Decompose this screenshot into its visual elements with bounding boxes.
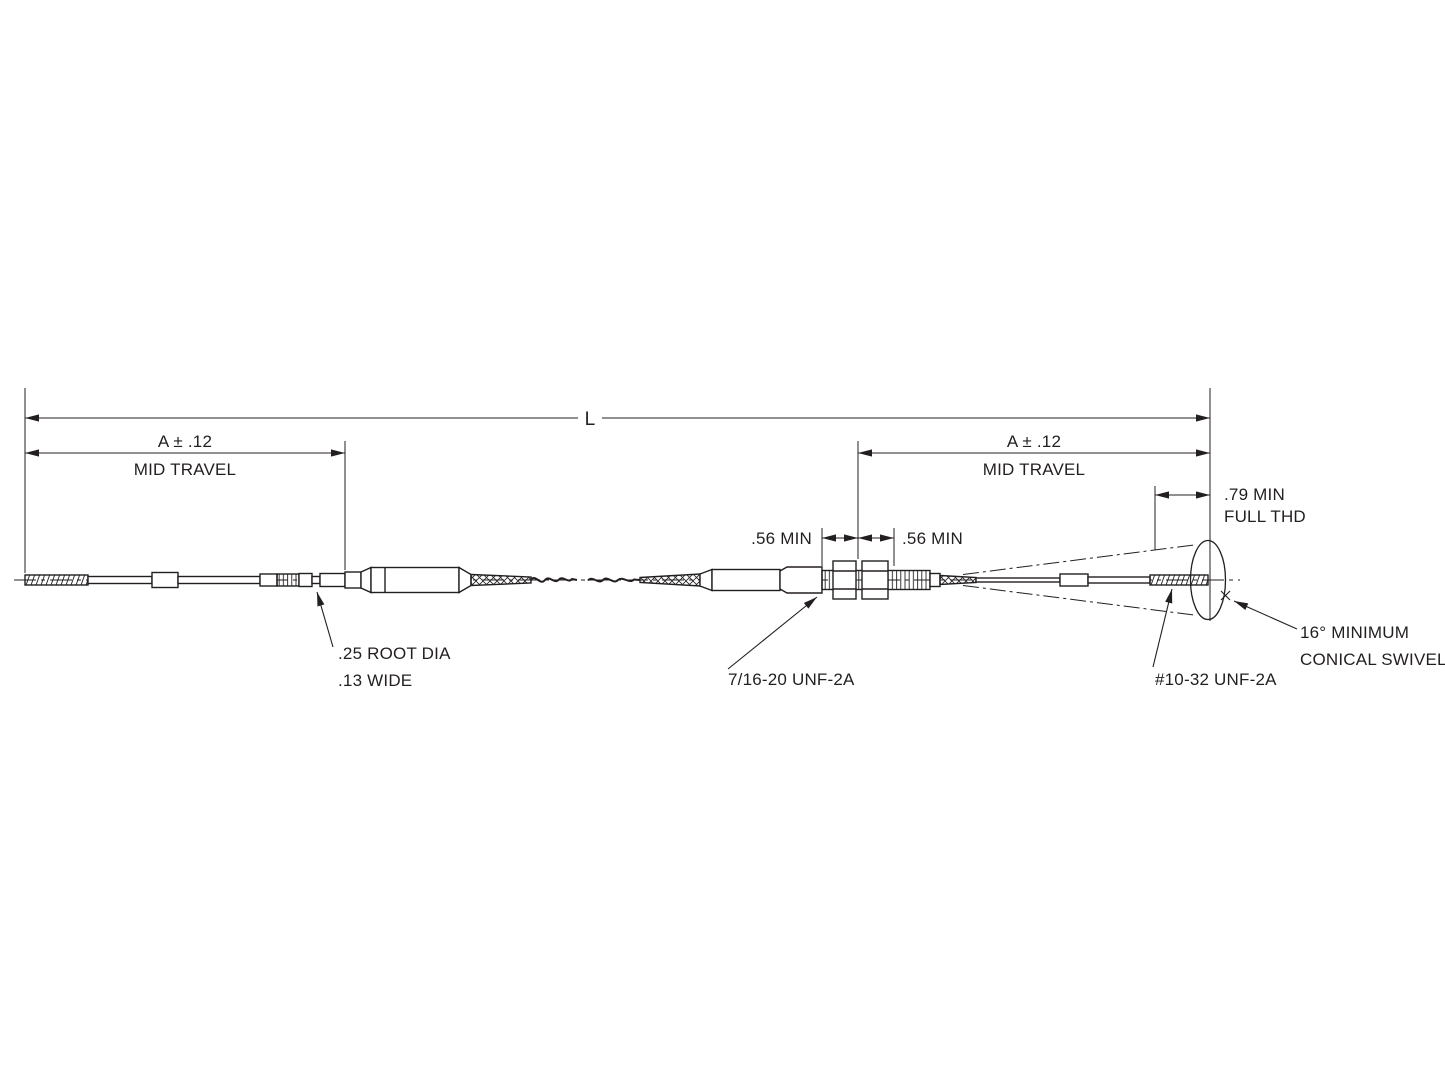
dimension-min-thread-left: .56 MIN	[751, 529, 858, 548]
swivel-cone-upper-line	[962, 544, 1195, 575]
groove-callout-line2: .13 WIDE	[338, 671, 412, 690]
swivel-callout-line1: 16° MINIMUM	[1300, 623, 1409, 642]
body-chamfer	[360, 566, 372, 594]
rod-thread-leader-line	[1152, 588, 1173, 668]
swivel-cone-lower-line	[962, 585, 1195, 616]
dimension-full-thread: .79 MIN FULL THD	[1155, 485, 1306, 526]
bulkhead-fitting	[639, 560, 977, 600]
right-rod	[1087, 576, 1151, 584]
groove-shoulder-right	[319, 572, 346, 588]
callout-bulkhead-thread: 7/16-20 UNF-2A	[727, 596, 855, 689]
conduit-body	[711, 568, 781, 592]
left-rod-1	[87, 575, 153, 585]
main-body	[370, 566, 460, 594]
swivel-ellipse	[1189, 539, 1227, 621]
hex-nut-2	[861, 560, 889, 600]
left-collar	[259, 573, 278, 587]
swivel-pivot-mark	[1220, 590, 1231, 601]
dimension-min-thread-right: .56 MIN	[858, 529, 963, 548]
dim-56-left-value: .56 MIN	[751, 529, 812, 548]
bulkhead-thread-label: 7/16-20 UNF-2A	[728, 670, 855, 689]
cable-right-section	[975, 573, 1209, 587]
bulkhead-leader-line	[727, 596, 818, 670]
swage-taper-left	[458, 566, 472, 594]
ferrule	[779, 566, 823, 594]
cable-middle-break	[530, 577, 641, 583]
thread-end-step	[929, 572, 941, 588]
cable-left-section	[24, 566, 532, 594]
rod-end-thread-label: #10-32 UNF-2A	[1155, 670, 1277, 689]
left-step-fitting	[344, 571, 362, 589]
dimension-travel-right: A ± .12 MID TRAVEL	[858, 432, 1210, 479]
dim-a-left-value: A ± .12	[158, 432, 212, 451]
right-inner-rod	[975, 577, 1061, 583]
right-fitting	[1059, 573, 1089, 587]
dimension-travel-left: A ± .12 MID TRAVEL	[25, 432, 345, 479]
swaged-cable-right	[639, 573, 701, 587]
dimension-overall-length: L	[25, 409, 1210, 430]
left-threaded-end	[24, 574, 89, 586]
groove-shoulder-left	[298, 572, 313, 588]
root-groove	[311, 575, 321, 585]
callout-rod-end-thread: #10-32 UNF-2A	[1152, 588, 1277, 689]
swage-crimp-right	[939, 574, 977, 586]
dim-56-right-value: .56 MIN	[902, 529, 963, 548]
callout-groove: .25 ROOT DIA .13 WIDE	[316, 591, 451, 690]
conduit-taper	[699, 568, 713, 592]
left-thread-section	[276, 573, 300, 587]
dim-L-label: L	[585, 409, 596, 430]
right-threaded-end	[1149, 574, 1209, 586]
dim-a-right-value: A ± .12	[1007, 432, 1061, 451]
dim-a-left-caption: MID TRAVEL	[134, 460, 236, 479]
dim-a-right-caption: MID TRAVEL	[983, 460, 1085, 479]
callout-conical-swivel: 16° MINIMUM CONICAL SWIVEL	[1233, 600, 1445, 669]
left-rod-2	[177, 575, 261, 585]
hex-nut-1	[832, 560, 857, 600]
dim-79-caption: FULL THD	[1224, 507, 1306, 526]
dim-79-value: .79 MIN	[1224, 485, 1285, 504]
swaged-cable-left	[470, 573, 532, 587]
broken-cable-strand-right	[587, 577, 641, 583]
swivel-callout-line2: CONICAL SWIVEL	[1300, 650, 1445, 669]
extension-lines	[24, 388, 1211, 621]
broken-cable-strand-left	[530, 577, 578, 583]
swivel-leader-line	[1233, 600, 1298, 630]
groove-callout-line1: .25 ROOT DIA	[338, 644, 451, 663]
groove-leader-line	[316, 591, 334, 648]
left-fitting-1	[151, 571, 179, 589]
